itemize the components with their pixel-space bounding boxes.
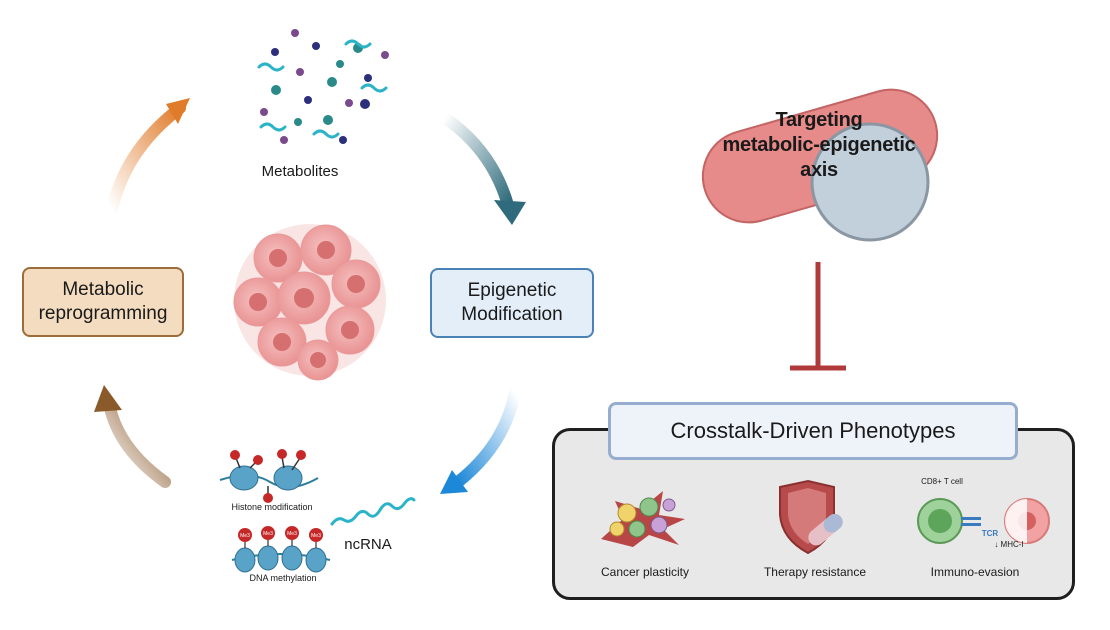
metabolic-line2: reprogramming	[38, 303, 168, 324]
inhibition-line	[790, 262, 846, 371]
histone-icon	[219, 449, 319, 503]
therapy-resistance-icon	[779, 479, 843, 555]
phenotype-label-1: Cancer plasticity	[600, 565, 690, 579]
arrow-brown-up	[94, 385, 171, 488]
mhc-label: ↓ MHC-I	[994, 540, 1024, 549]
epigenetic-line2: Modification	[461, 304, 563, 325]
me-tag-1: Me3	[240, 533, 250, 539]
arrow-orange-up	[106, 98, 190, 216]
drug-target-label: Targeting metabolic-epigenetic axis	[694, 108, 944, 183]
drug-line3: axis	[800, 159, 838, 181]
dna-methylation-label: DNA methylation	[249, 573, 317, 583]
metabolic-line1: Metabolic	[62, 279, 144, 300]
ncrna-icon	[330, 497, 416, 526]
pill-icon	[701, 88, 939, 242]
me-tag-4: Me3	[311, 533, 321, 539]
ncrna-label: ncRNA	[344, 536, 392, 553]
me-tag-2: Me3	[263, 531, 273, 537]
metabolites-label: Metabolites	[261, 163, 339, 180]
drug-line2: metabolic-epigenetic	[722, 134, 916, 156]
phenotype-label-3: Immuno-evasion	[930, 565, 1020, 579]
epigenetic-line1: Epigenetic	[467, 280, 557, 301]
cd8-label: CD8+ T cell	[921, 477, 963, 486]
metabolites-icon	[257, 29, 389, 144]
cancer-plasticity-icon	[601, 491, 685, 547]
phenotype-label-2: Therapy resistance	[763, 565, 867, 579]
immuno-evasion-icon	[917, 498, 1050, 544]
tcr-label: TCR	[981, 529, 999, 538]
epigenetic-modification-box: Epigenetic Modification	[430, 268, 594, 338]
metabolic-reprogramming-box: Metabolic reprogramming	[22, 267, 184, 337]
histone-modification-label: Histone modification	[231, 502, 313, 512]
phenotypes-title: Crosstalk-Driven Phenotypes	[608, 402, 1018, 460]
tumor-cluster-icon	[233, 224, 386, 381]
drug-line1: Targeting	[775, 109, 863, 131]
arrow-blue-down	[440, 386, 521, 494]
me-tag-3: Me3	[287, 531, 297, 537]
arrow-teal-down	[439, 112, 526, 225]
dna-methylation-icon: Me3 Me3 Me3 Me3	[231, 526, 331, 573]
